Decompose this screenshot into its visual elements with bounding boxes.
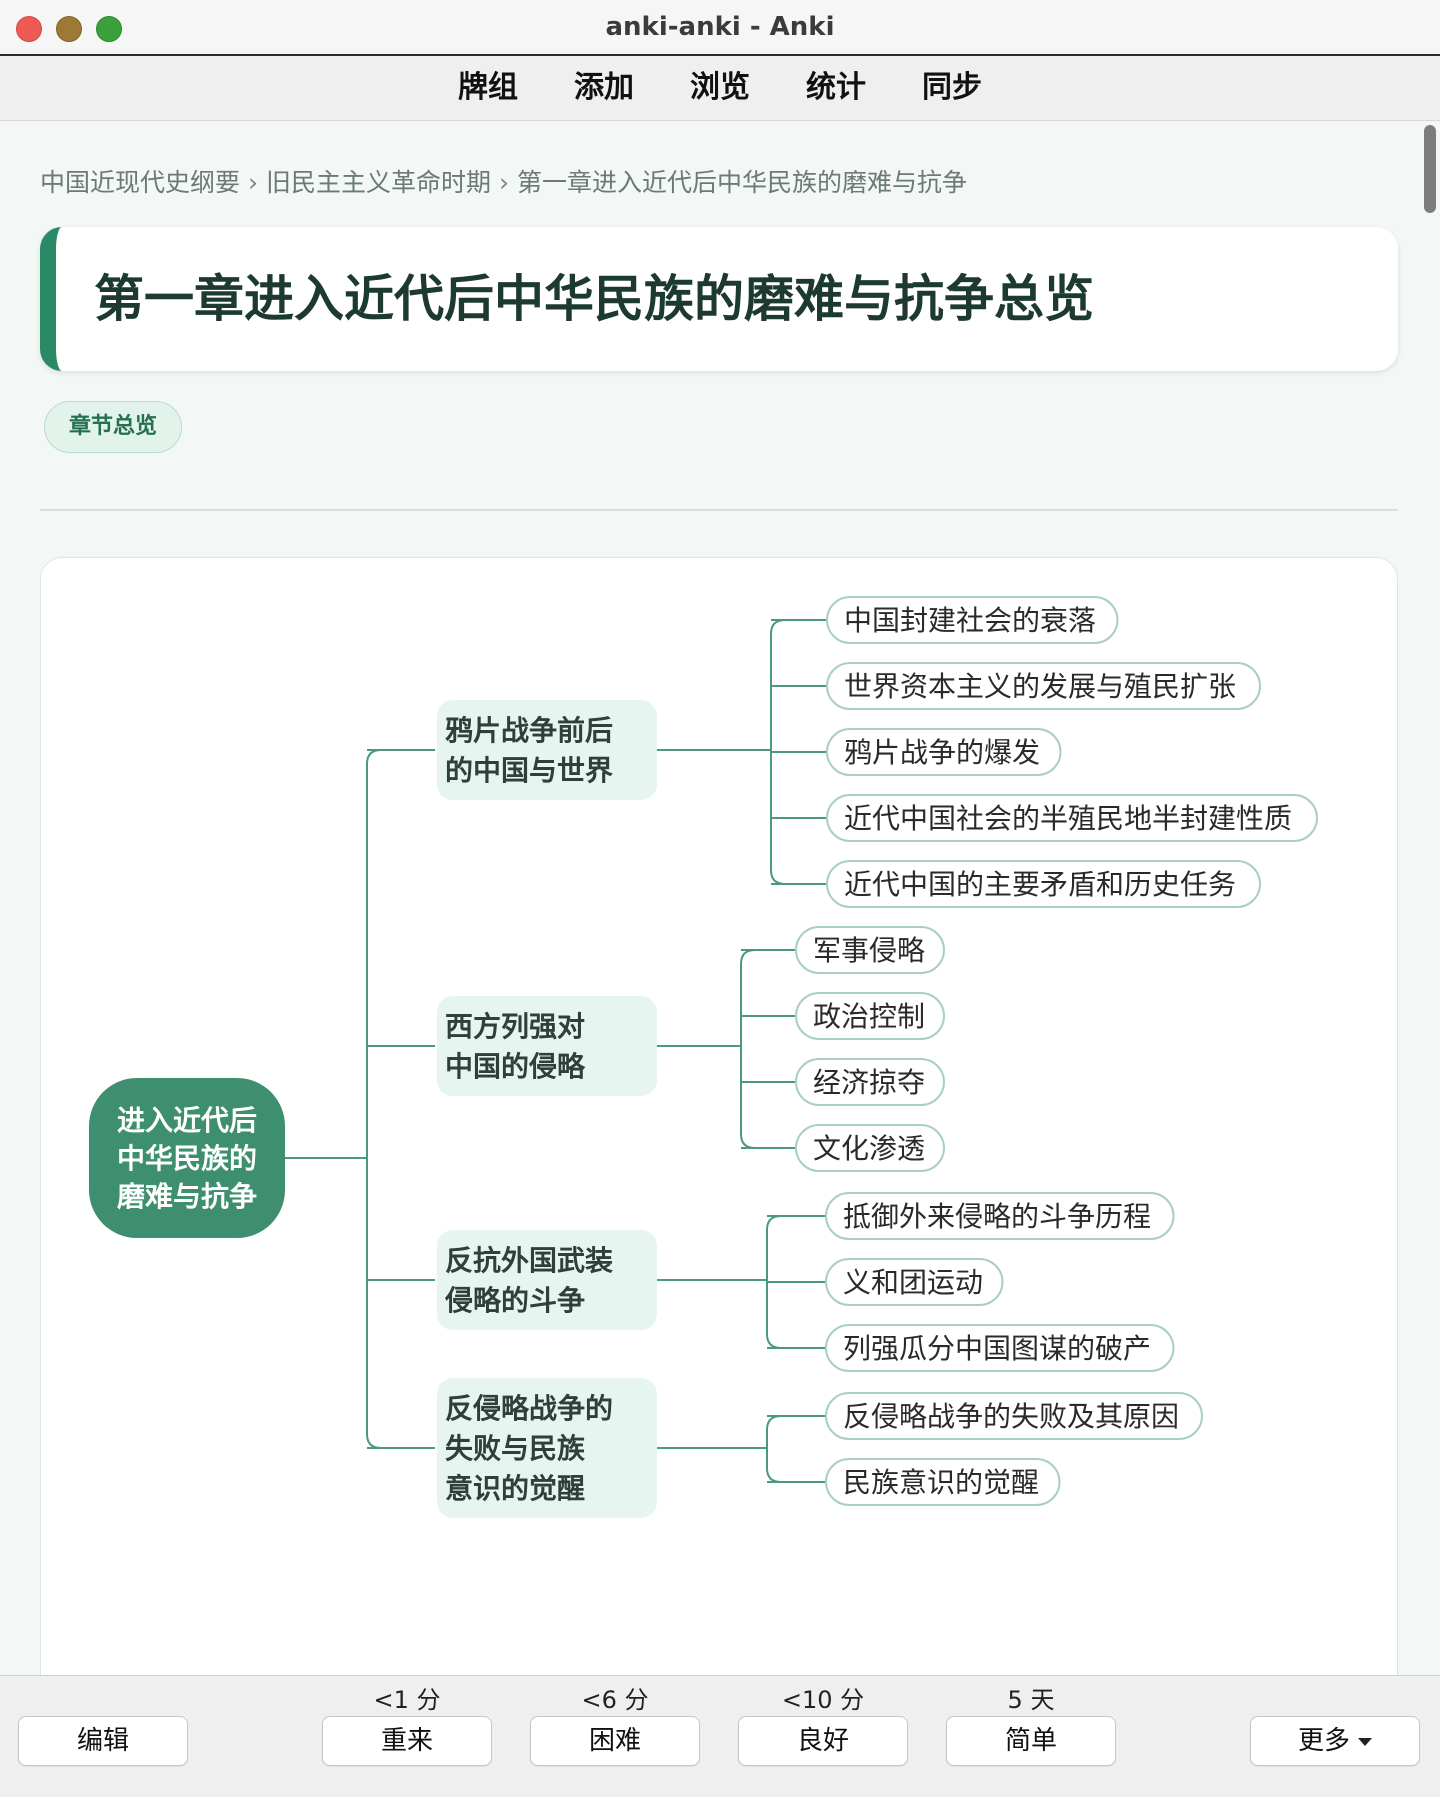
toolbar-add[interactable]: 添加 — [574, 70, 634, 105]
mindmap-leaf-box — [825, 1324, 1175, 1372]
mindmap-leaf-box — [795, 1124, 945, 1172]
close-window-button[interactable] — [16, 16, 42, 42]
breadcrumb-separator: › — [499, 168, 510, 197]
mindmap-branch-bg — [437, 996, 657, 1096]
breadcrumb: 中国近现代史纲要›旧民主主义革命时期›第一章进入近代后中华民族的磨难与抗争 — [40, 163, 967, 199]
mindmap-leaf-text: 列强瓜分中国图谋的破产 — [843, 1332, 1151, 1365]
mindmap-connector — [740, 949, 756, 1149]
mindmap-connector — [366, 749, 382, 1449]
mindmap-branch-text: 鸦片战争前后 — [445, 714, 613, 747]
mindmap-leaf-box — [795, 992, 945, 1040]
mindmap-root-text: 磨难与抗争 — [117, 1180, 257, 1213]
mindmap-leaf-box — [795, 1058, 945, 1106]
mindmap-leaf-text: 近代中国的主要矛盾和历史任务 — [844, 868, 1236, 901]
mindmap-leaf-box — [826, 728, 1062, 776]
mindmap-leaf-text: 世界资本主义的发展与殖民扩张 — [844, 670, 1236, 703]
hard-button[interactable]: 困难 — [530, 1716, 700, 1766]
main-toolbar: 牌组 添加 浏览 统计 同步 — [0, 56, 1440, 121]
breadcrumb-item: 旧民主主义革命时期 — [266, 168, 492, 197]
mindmap-leaf-text: 政治控制 — [813, 1000, 925, 1033]
chapter-tag: 章节总览 — [44, 401, 182, 453]
mindmap-leaf-text: 民族意识的觉醒 — [843, 1466, 1039, 1499]
mindmap-leaf-box — [826, 794, 1318, 842]
zoom-window-button[interactable] — [96, 16, 122, 42]
good-interval: <10 分 — [781, 1686, 865, 1714]
edit-button[interactable]: 编辑 — [18, 1716, 188, 1766]
mindmap-root-box — [89, 1078, 285, 1238]
again-button[interactable]: 重来 — [322, 1716, 492, 1766]
title-card: 第一章进入近代后中华民族的磨难与抗争总览 — [40, 227, 1398, 371]
good-button[interactable]: 良好 — [738, 1716, 908, 1766]
mindmap-leaf-text: 鸦片战争的爆发 — [844, 736, 1040, 769]
chevron-down-icon — [1358, 1737, 1372, 1746]
mindmap-leaf-box — [825, 1192, 1175, 1240]
answer-bar: 编辑 <1 分 重来 <6 分 困难 <10 分 良好 5 天 简单 更多 — [0, 1675, 1440, 1797]
mindmap-branch-bg — [437, 1230, 657, 1330]
mindmap-leaf-box — [825, 1458, 1061, 1506]
toolbar-decks[interactable]: 牌组 — [458, 70, 518, 105]
mindmap-leaf-box — [825, 1258, 1004, 1306]
mindmap-branch-text: 侵略的斗争 — [444, 1284, 585, 1317]
mindmap-branch-text: 失败与民族 — [445, 1432, 586, 1465]
breadcrumb-separator: › — [248, 168, 259, 197]
mindmap-branch-bg — [437, 1378, 657, 1518]
mindmap-leaf-text: 文化渗透 — [813, 1132, 925, 1165]
more-button[interactable]: 更多 — [1250, 1716, 1420, 1766]
mindmap-leaf-box — [826, 860, 1261, 908]
mindmap-leaf-text: 近代中国社会的半殖民地半封建性质 — [844, 802, 1292, 835]
minimize-window-button[interactable] — [56, 16, 82, 42]
mindmap-leaf-text: 中国封建社会的衰落 — [844, 604, 1096, 637]
easy-interval: 5 天 — [1007, 1686, 1055, 1714]
card-content: 中国近现代史纲要›旧民主主义革命时期›第一章进入近代后中华民族的磨难与抗争 第一… — [0, 121, 1440, 1675]
mindmap-leaf-text: 军事侵略 — [813, 934, 925, 967]
divider — [40, 509, 1398, 511]
mindmap-branch-bg — [437, 700, 657, 800]
mindmap-leaf-text: 义和团运动 — [843, 1266, 983, 1299]
mindmap-branch-text: 中国的侵略 — [445, 1050, 586, 1083]
mindmap-connector — [766, 1415, 782, 1483]
mindmap-leaf-text: 反侵略战争的失败及其原因 — [843, 1400, 1179, 1433]
mindmap-root-text: 进入近代后 — [117, 1104, 257, 1137]
toolbar-sync[interactable]: 同步 — [922, 70, 982, 105]
mindmap-branch-text: 西方列强对 — [445, 1010, 585, 1043]
toolbar-browse[interactable]: 浏览 — [690, 70, 750, 105]
mindmap-leaf-box — [795, 926, 945, 974]
mindmap-leaf-text: 抵御外来侵略的斗争历程 — [843, 1200, 1151, 1233]
window-titlebar: anki-anki - Anki — [0, 0, 1440, 56]
mindmap-branch-text: 意识的觉醒 — [445, 1472, 585, 1505]
mindmap-branch-text: 的中国与世界 — [445, 754, 613, 787]
mindmap-leaf-box — [826, 596, 1119, 644]
mindmap-branch-text: 反侵略战争的 — [445, 1392, 613, 1425]
mindmap-leaf-text: 经济掠夺 — [813, 1066, 925, 1099]
toolbar-stats[interactable]: 统计 — [806, 70, 866, 105]
mindmap-image: 进入近代后中华民族的磨难与抗争 鸦片战争前后的中国与世界 中国封建社会的衰落世界资本… — [40, 557, 1398, 1675]
more-button-label: 更多 — [1297, 1726, 1350, 1756]
hard-interval: <6 分 — [581, 1686, 649, 1714]
breadcrumb-item: 第一章进入近代后中华民族的磨难与抗争 — [517, 168, 968, 197]
vertical-scrollbar[interactable] — [1424, 125, 1436, 213]
mindmap-leaf-box — [825, 1392, 1203, 1440]
again-interval: <1 分 — [373, 1686, 441, 1714]
mindmap-branch-text: 反抗外国武装 — [445, 1244, 613, 1277]
mindmap-root-text: 中华民族的 — [117, 1142, 257, 1175]
window-title: anki-anki - Anki — [605, 12, 835, 42]
breadcrumb-item: 中国近现代史纲要 — [40, 168, 241, 197]
easy-button[interactable]: 简单 — [946, 1716, 1116, 1766]
mindmap-leaf-box — [826, 662, 1261, 710]
card-title: 第一章进入近代后中华民族的磨难与抗争总览 — [94, 270, 1094, 328]
